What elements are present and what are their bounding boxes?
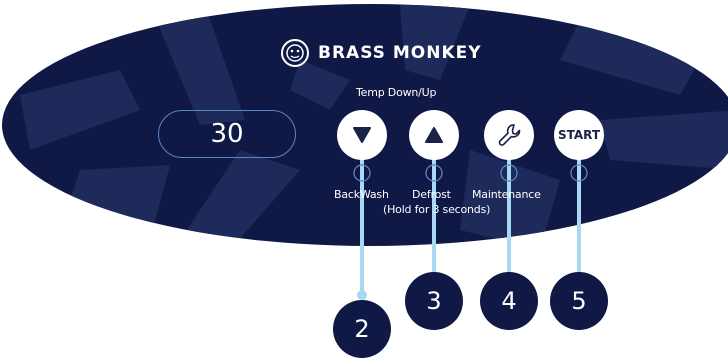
callout-bottom-dots	[357, 290, 367, 300]
defrost-hold-note: (Hold for 3 seconds)	[383, 203, 491, 216]
callout-5: 5	[550, 272, 608, 330]
backwash-label: BackWash	[334, 188, 389, 201]
monkey-head-logo-icon	[281, 39, 309, 67]
temperature-display: 30	[158, 110, 296, 158]
defrost-label: Defrost	[412, 188, 451, 201]
brand-name: BRASS MONKEY	[318, 43, 482, 63]
display-value: 30	[210, 119, 244, 149]
indicator-rings	[353, 164, 588, 182]
callout-3: 3	[405, 272, 463, 330]
triangle-up-icon	[425, 127, 443, 143]
maintenance-label: Maintenance	[472, 188, 541, 201]
start-label: START	[557, 128, 601, 142]
callout-2: 2	[333, 300, 391, 358]
wrench-icon	[498, 124, 521, 146]
callout-lines	[360, 155, 581, 295]
temp-down-button[interactable]	[337, 110, 387, 160]
temp-label: Temp Down/Up	[356, 86, 437, 99]
triangle-down-icon	[353, 127, 371, 143]
panel-background-pattern	[20, 5, 728, 246]
temp-up-button[interactable]	[409, 110, 459, 160]
brand-header: BRASS MONKEY	[280, 38, 482, 68]
callout-4: 4	[480, 272, 538, 330]
maintenance-button[interactable]	[484, 110, 534, 160]
start-button[interactable]: START	[554, 110, 604, 160]
